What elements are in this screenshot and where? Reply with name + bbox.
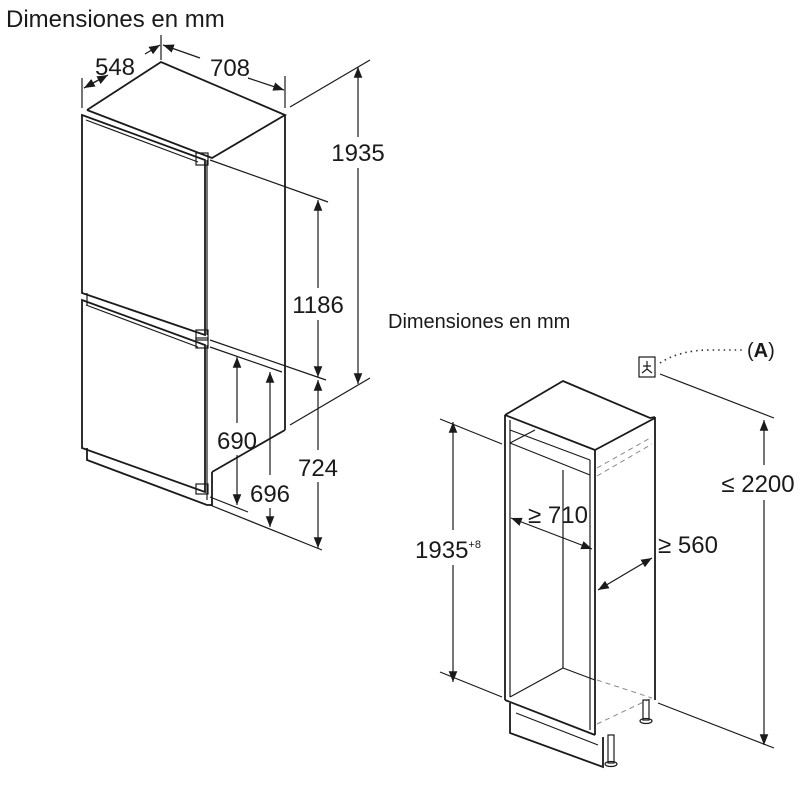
lower-height-label: 724 [298,455,338,482]
upper-height-label: 1186 [292,292,344,319]
min-width-label: ≥ 710 [528,502,588,529]
socket-label-close: ) [768,340,775,362]
niche-title: Dimensiones en mm [388,311,570,333]
dimension-690-label: 690 [217,428,257,455]
niche-height-label: 1935+8 [415,537,481,564]
depth-label: 548 [95,54,135,81]
dimension-696-label: 696 [250,481,290,508]
max-height-label: ≤ 2200 [721,471,794,498]
niche-cabinet [504,379,656,769]
min-depth-label: ≥ 560 [658,532,718,559]
fridge-body [81,60,287,506]
fridge-title: Dimensiones en mm [6,6,225,33]
socket-label-open: ( [747,340,754,362]
width-label: 708 [210,55,250,82]
total-height-label: 1935 [331,140,384,167]
electrical-socket-icon [638,356,656,378]
fridge-dimension-lines [81,35,371,551]
niche-height-value: 1935 [415,537,468,564]
socket-label-letter: A [754,340,768,362]
niche-height-tolerance: +8 [468,539,481,551]
niche-dimension-lines [439,349,775,749]
socket-label: (A) [747,340,775,362]
